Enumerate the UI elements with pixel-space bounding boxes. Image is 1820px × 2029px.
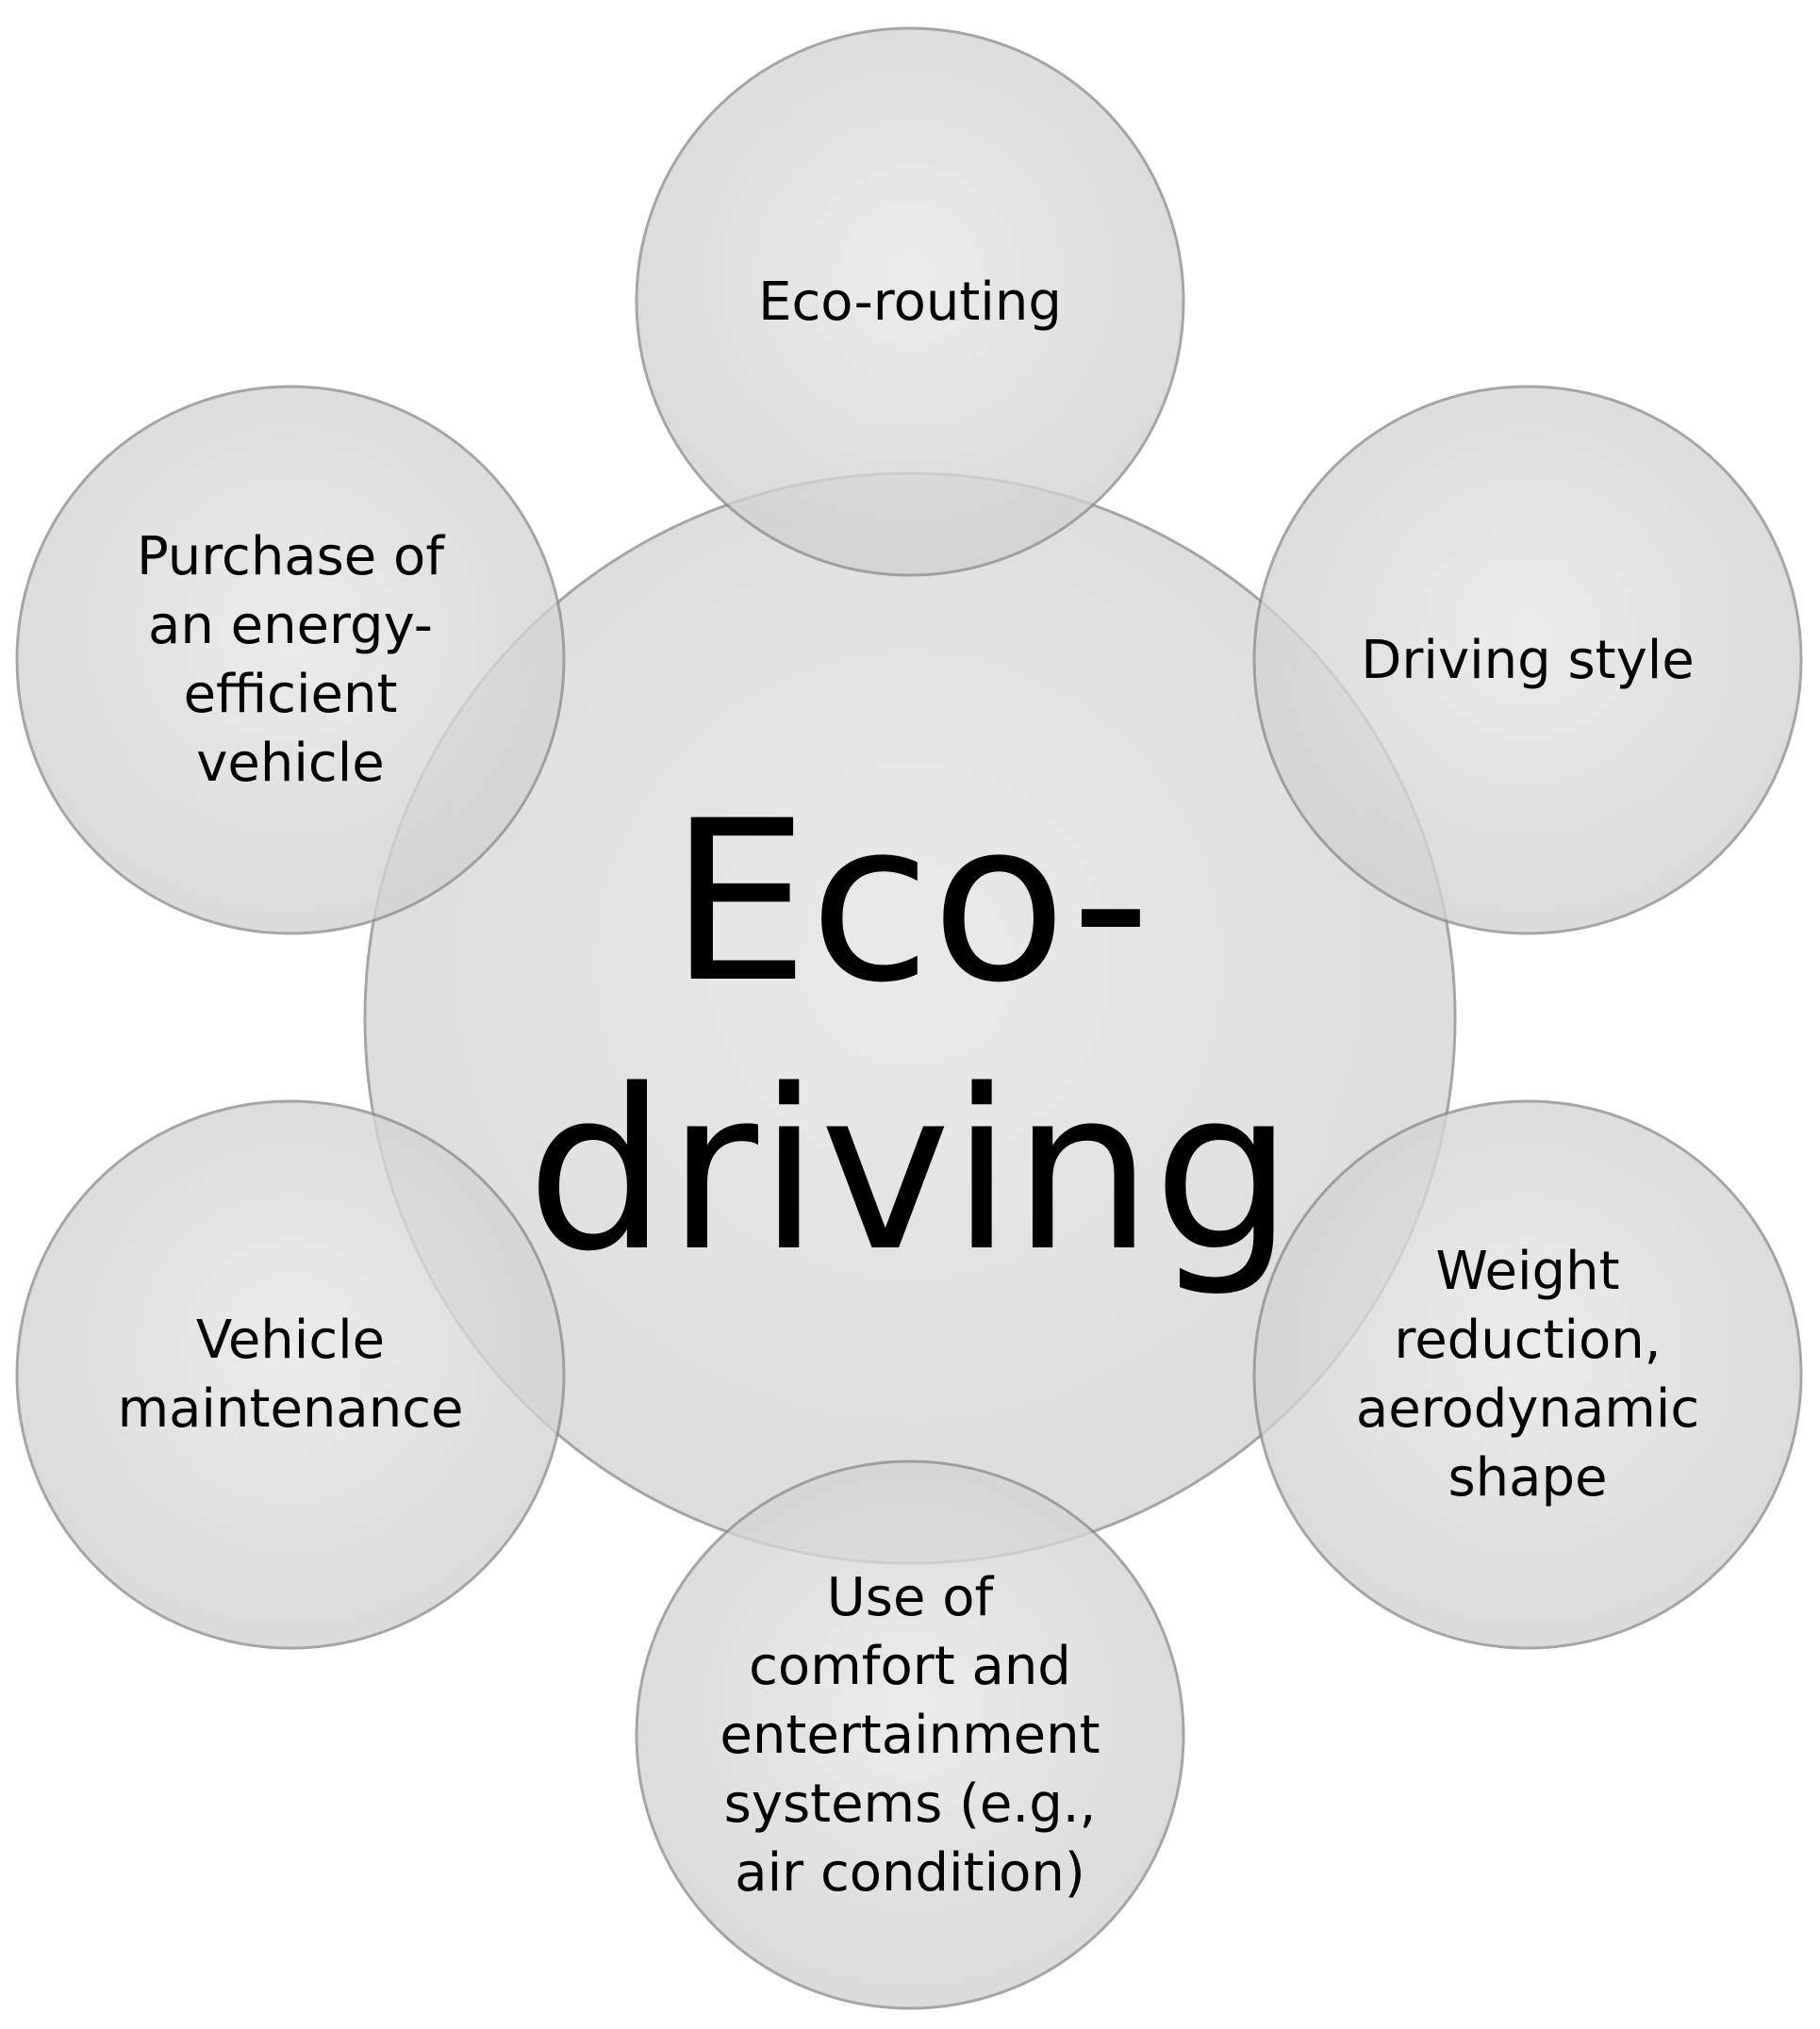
satellite-label-weight-reduction: Weight reduction, aerodynamic shape — [1355, 1241, 1700, 1509]
satellite-label-comfort-systems: Use of comfort and entertainment systems… — [720, 1566, 1100, 1904]
center-label: Eco- driving — [526, 774, 1294, 1300]
satellite-circle-eco-routing — [635, 26, 1185, 577]
satellite-circle-weight-reduction — [1252, 1099, 1803, 1650]
satellite-circle-vehicle-purchase — [15, 385, 566, 935]
satellite-label-eco-routing: Eco-routing — [758, 271, 1062, 333]
satellite-circle-comfort-systems — [635, 1460, 1185, 2010]
satellite-label-vehicle-purchase: Purchase of an energy- efficient vehicle — [136, 526, 445, 794]
satellite-circle-vehicle-maintenance — [15, 1099, 566, 1650]
satellite-circle-driving-style — [1252, 385, 1803, 935]
satellite-label-driving-style: Driving style — [1361, 629, 1695, 691]
satellite-label-vehicle-maintenance: Vehicle maintenance — [117, 1310, 464, 1440]
